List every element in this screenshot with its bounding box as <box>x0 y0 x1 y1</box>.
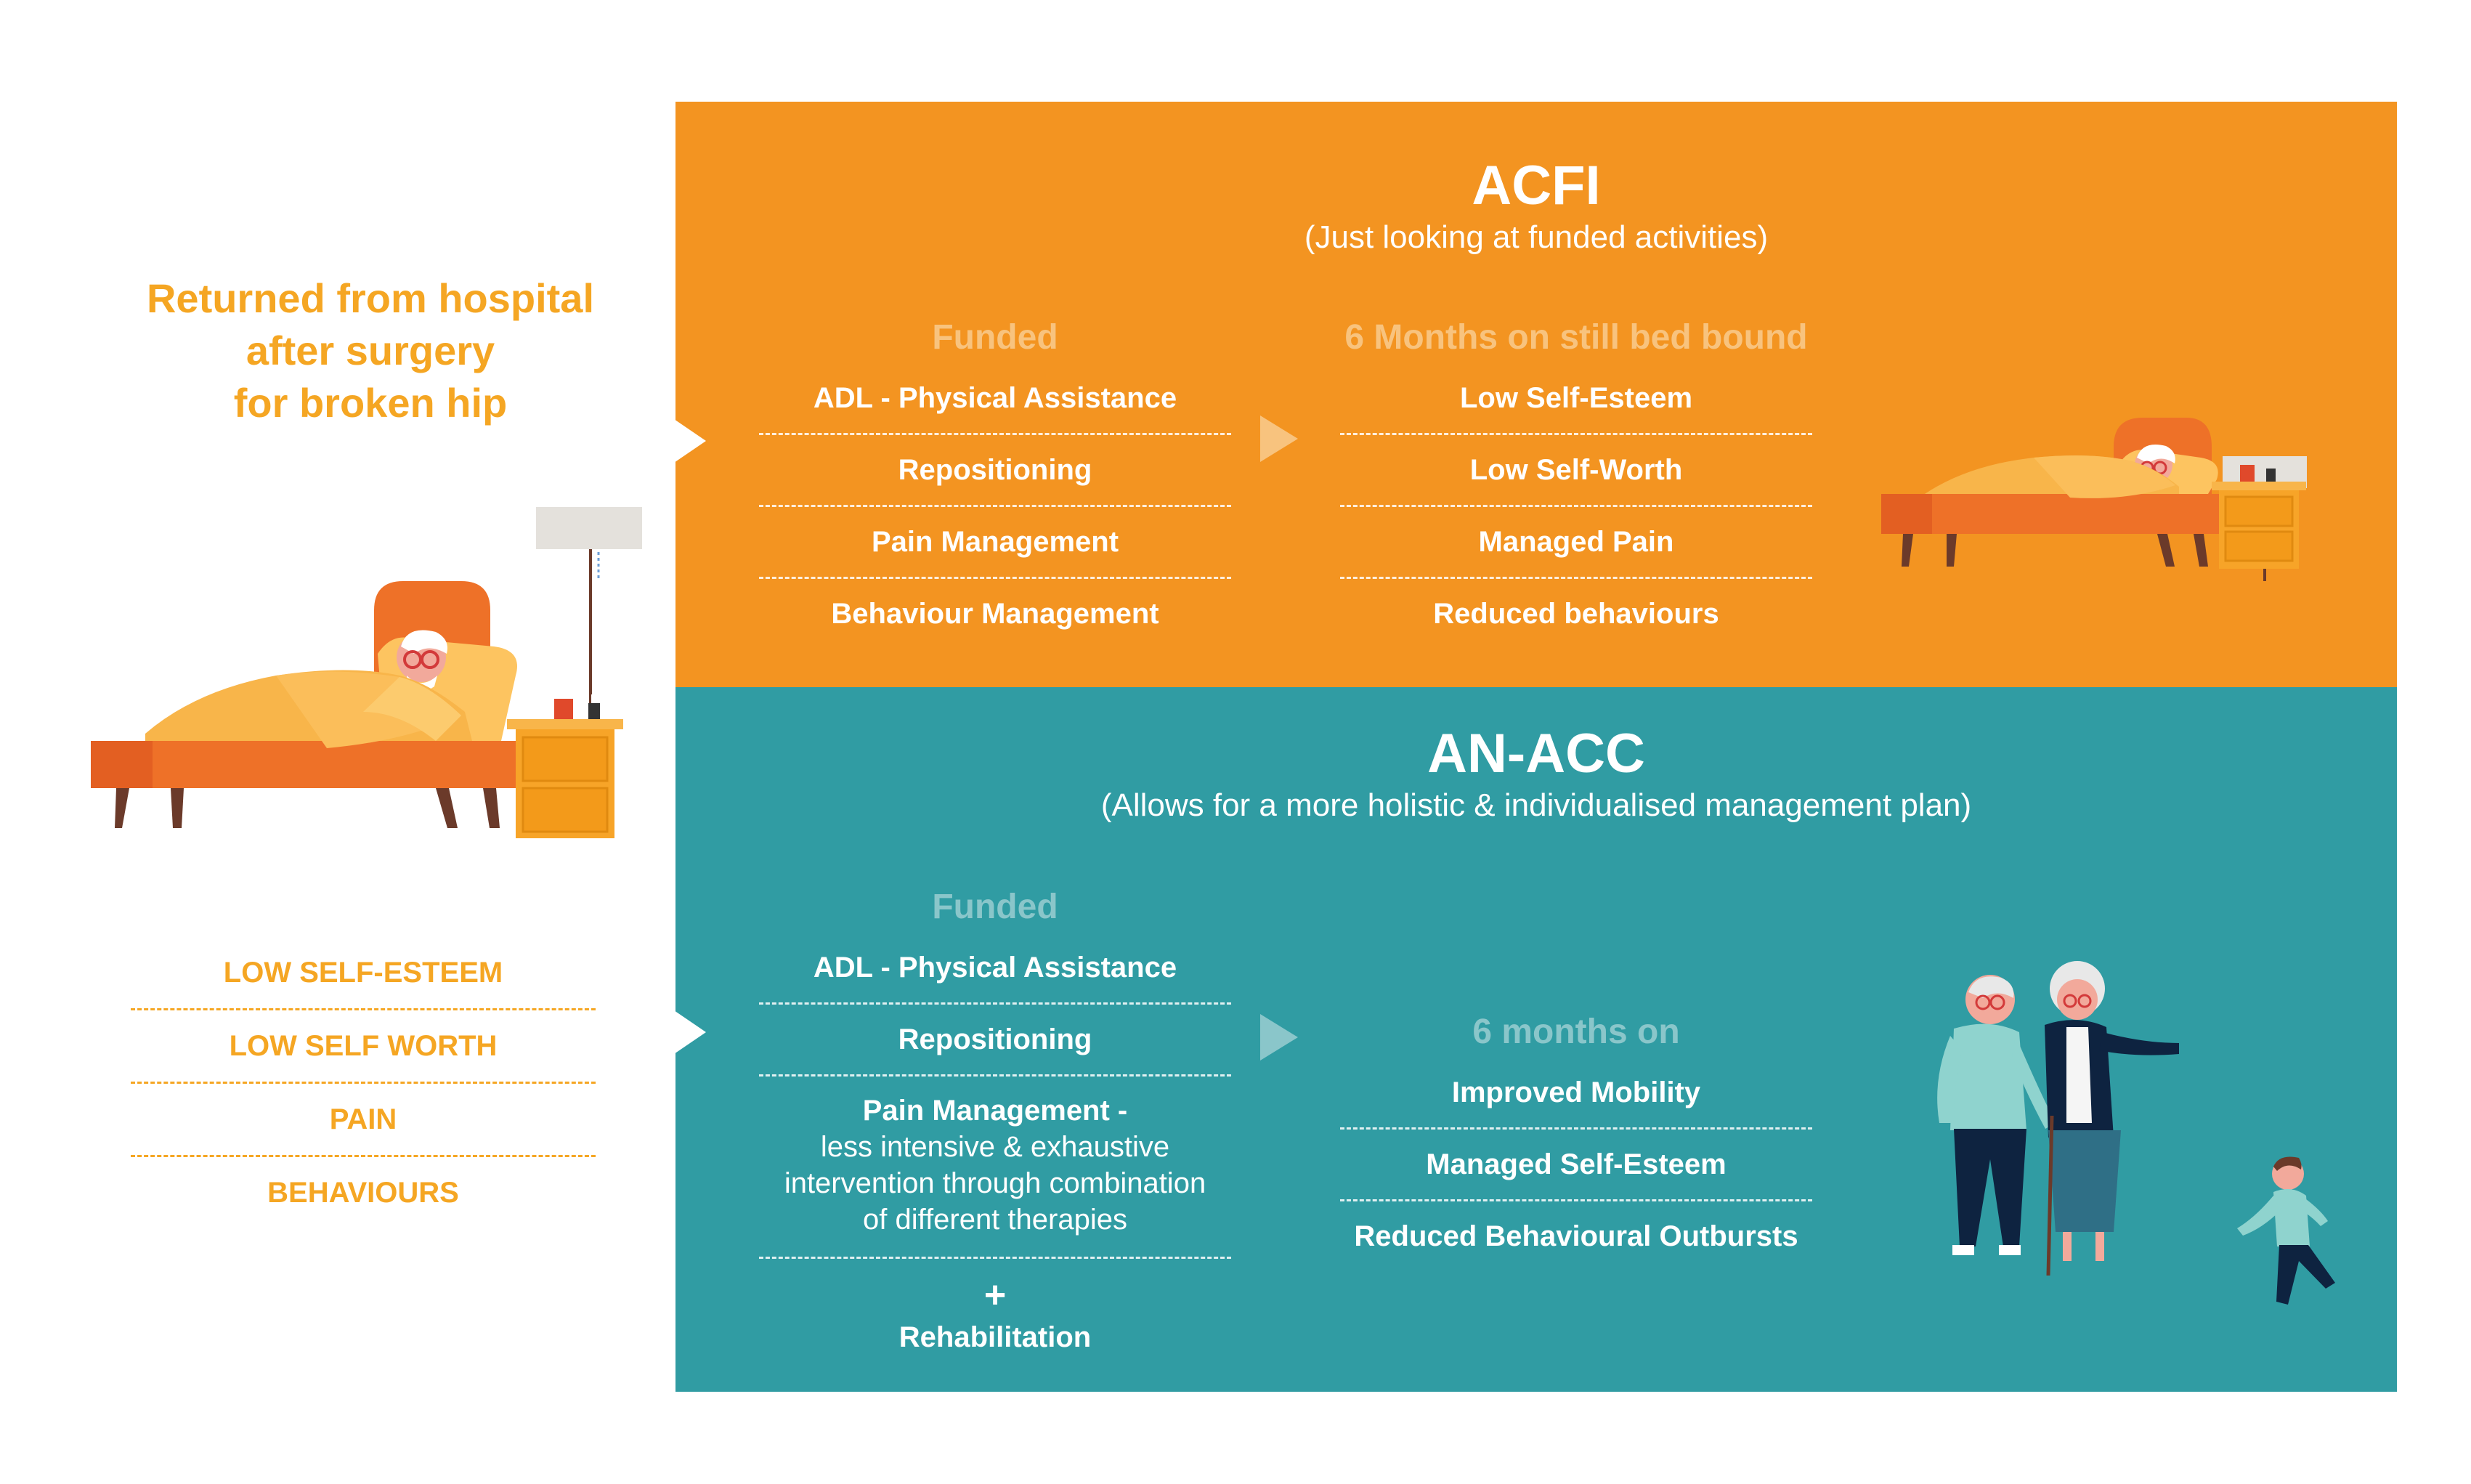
anacc-outcome-heading: 6 months on <box>1472 1013 1680 1051</box>
plus-sign: + <box>983 1274 1007 1316</box>
acfi-funded-column: Funded ADL - Physical Assistance Reposit… <box>759 312 1231 649</box>
anacc-funded-item: ADL - Physical Assistance <box>759 933 1231 1005</box>
acfi-pointer-notch <box>674 419 706 463</box>
pain-management-title: Pain Management - <box>862 1095 1128 1127</box>
anacc-outcome-item: Improved Mobility <box>1340 1058 1812 1130</box>
pain-management-desc-line: of different therapies <box>863 1204 1127 1236</box>
left-title-line-3: for broken hip <box>233 380 508 426</box>
acfi-outcome-heading: 6 Months on still bed bound <box>1344 318 1808 357</box>
acfi-funded-item: Pain Management <box>759 507 1231 579</box>
anacc-outcome-item: Managed Self-Esteem <box>1340 1130 1812 1201</box>
acfi-subtitle: (Just looking at funded activities) <box>1304 219 1769 255</box>
left-title-line-1: Returned from hospital <box>146 275 595 321</box>
anacc-title: AN-ACC <box>1427 723 1645 784</box>
list-item: PAIN <box>131 1084 596 1157</box>
acfi-outcome-item: Low Self-Esteem <box>1340 363 1812 435</box>
anacc-subtitle: (Allows for a more holistic & individual… <box>1100 787 1972 823</box>
pain-management-desc-line: less intensive & exhaustive <box>820 1131 1170 1163</box>
acfi-title: ACFI <box>1472 155 1601 216</box>
acfi-outcome-item: Reduced behaviours <box>1433 598 1719 630</box>
anacc-funded-item: Repositioning <box>759 1005 1231 1076</box>
acfi-outcome-item: Managed Pain <box>1340 507 1812 579</box>
list-item: LOW SELF-ESTEEM <box>131 937 596 1010</box>
anacc-pointer-notch <box>674 1010 706 1054</box>
anacc-outcome-item: Reduced Behavioural Outbursts <box>1354 1220 1798 1252</box>
anacc-arrow-icon <box>1260 1014 1298 1061</box>
list-item: LOW SELF WORTH <box>131 1010 596 1084</box>
rehabilitation-item: Rehabilitation <box>898 1321 1092 1353</box>
bed-patient-illustration <box>91 507 642 838</box>
acfi-panel: ACFI (Just looking at funded activities)… <box>674 102 2397 687</box>
anacc-funded-column: Funded ADL - Physical Assistance Reposit… <box>759 882 1231 1358</box>
acfi-funded-item: Repositioning <box>759 435 1231 507</box>
family-walking-illustration <box>1937 961 2335 1305</box>
acfi-outcome-item: Low Self-Worth <box>1340 435 1812 507</box>
acfi-funded-item: Behaviour Management <box>831 598 1159 630</box>
pain-management-desc-line: intervention through combination <box>784 1167 1206 1199</box>
acfi-funded-heading: Funded <box>932 318 1058 357</box>
acfi-funded-item: ADL - Physical Assistance <box>759 363 1231 435</box>
anacc-outcome-column: 6 months on Improved Mobility Managed Se… <box>1340 1007 1812 1271</box>
bed-patient-small-illustration <box>1881 418 2307 581</box>
left-title-line-2: after surgery <box>246 328 495 373</box>
left-title: Returned from hospital after surgery for… <box>94 272 646 429</box>
anacc-pain-management-item: Pain Management - less intensive & exhau… <box>759 1076 1231 1259</box>
acfi-outcome-column: 6 Months on still bed bound Low Self-Est… <box>1340 312 1812 649</box>
acfi-arrow-icon <box>1260 415 1298 462</box>
anacc-funded-heading: Funded <box>932 888 1058 926</box>
anacc-panel: AN-ACC (Allows for a more holistic & ind… <box>674 687 2397 1392</box>
list-item: BEHAVIOURS <box>267 1177 459 1209</box>
left-symptom-list: LOW SELF-ESTEEM LOW SELF WORTH PAIN BEHA… <box>131 937 596 1228</box>
